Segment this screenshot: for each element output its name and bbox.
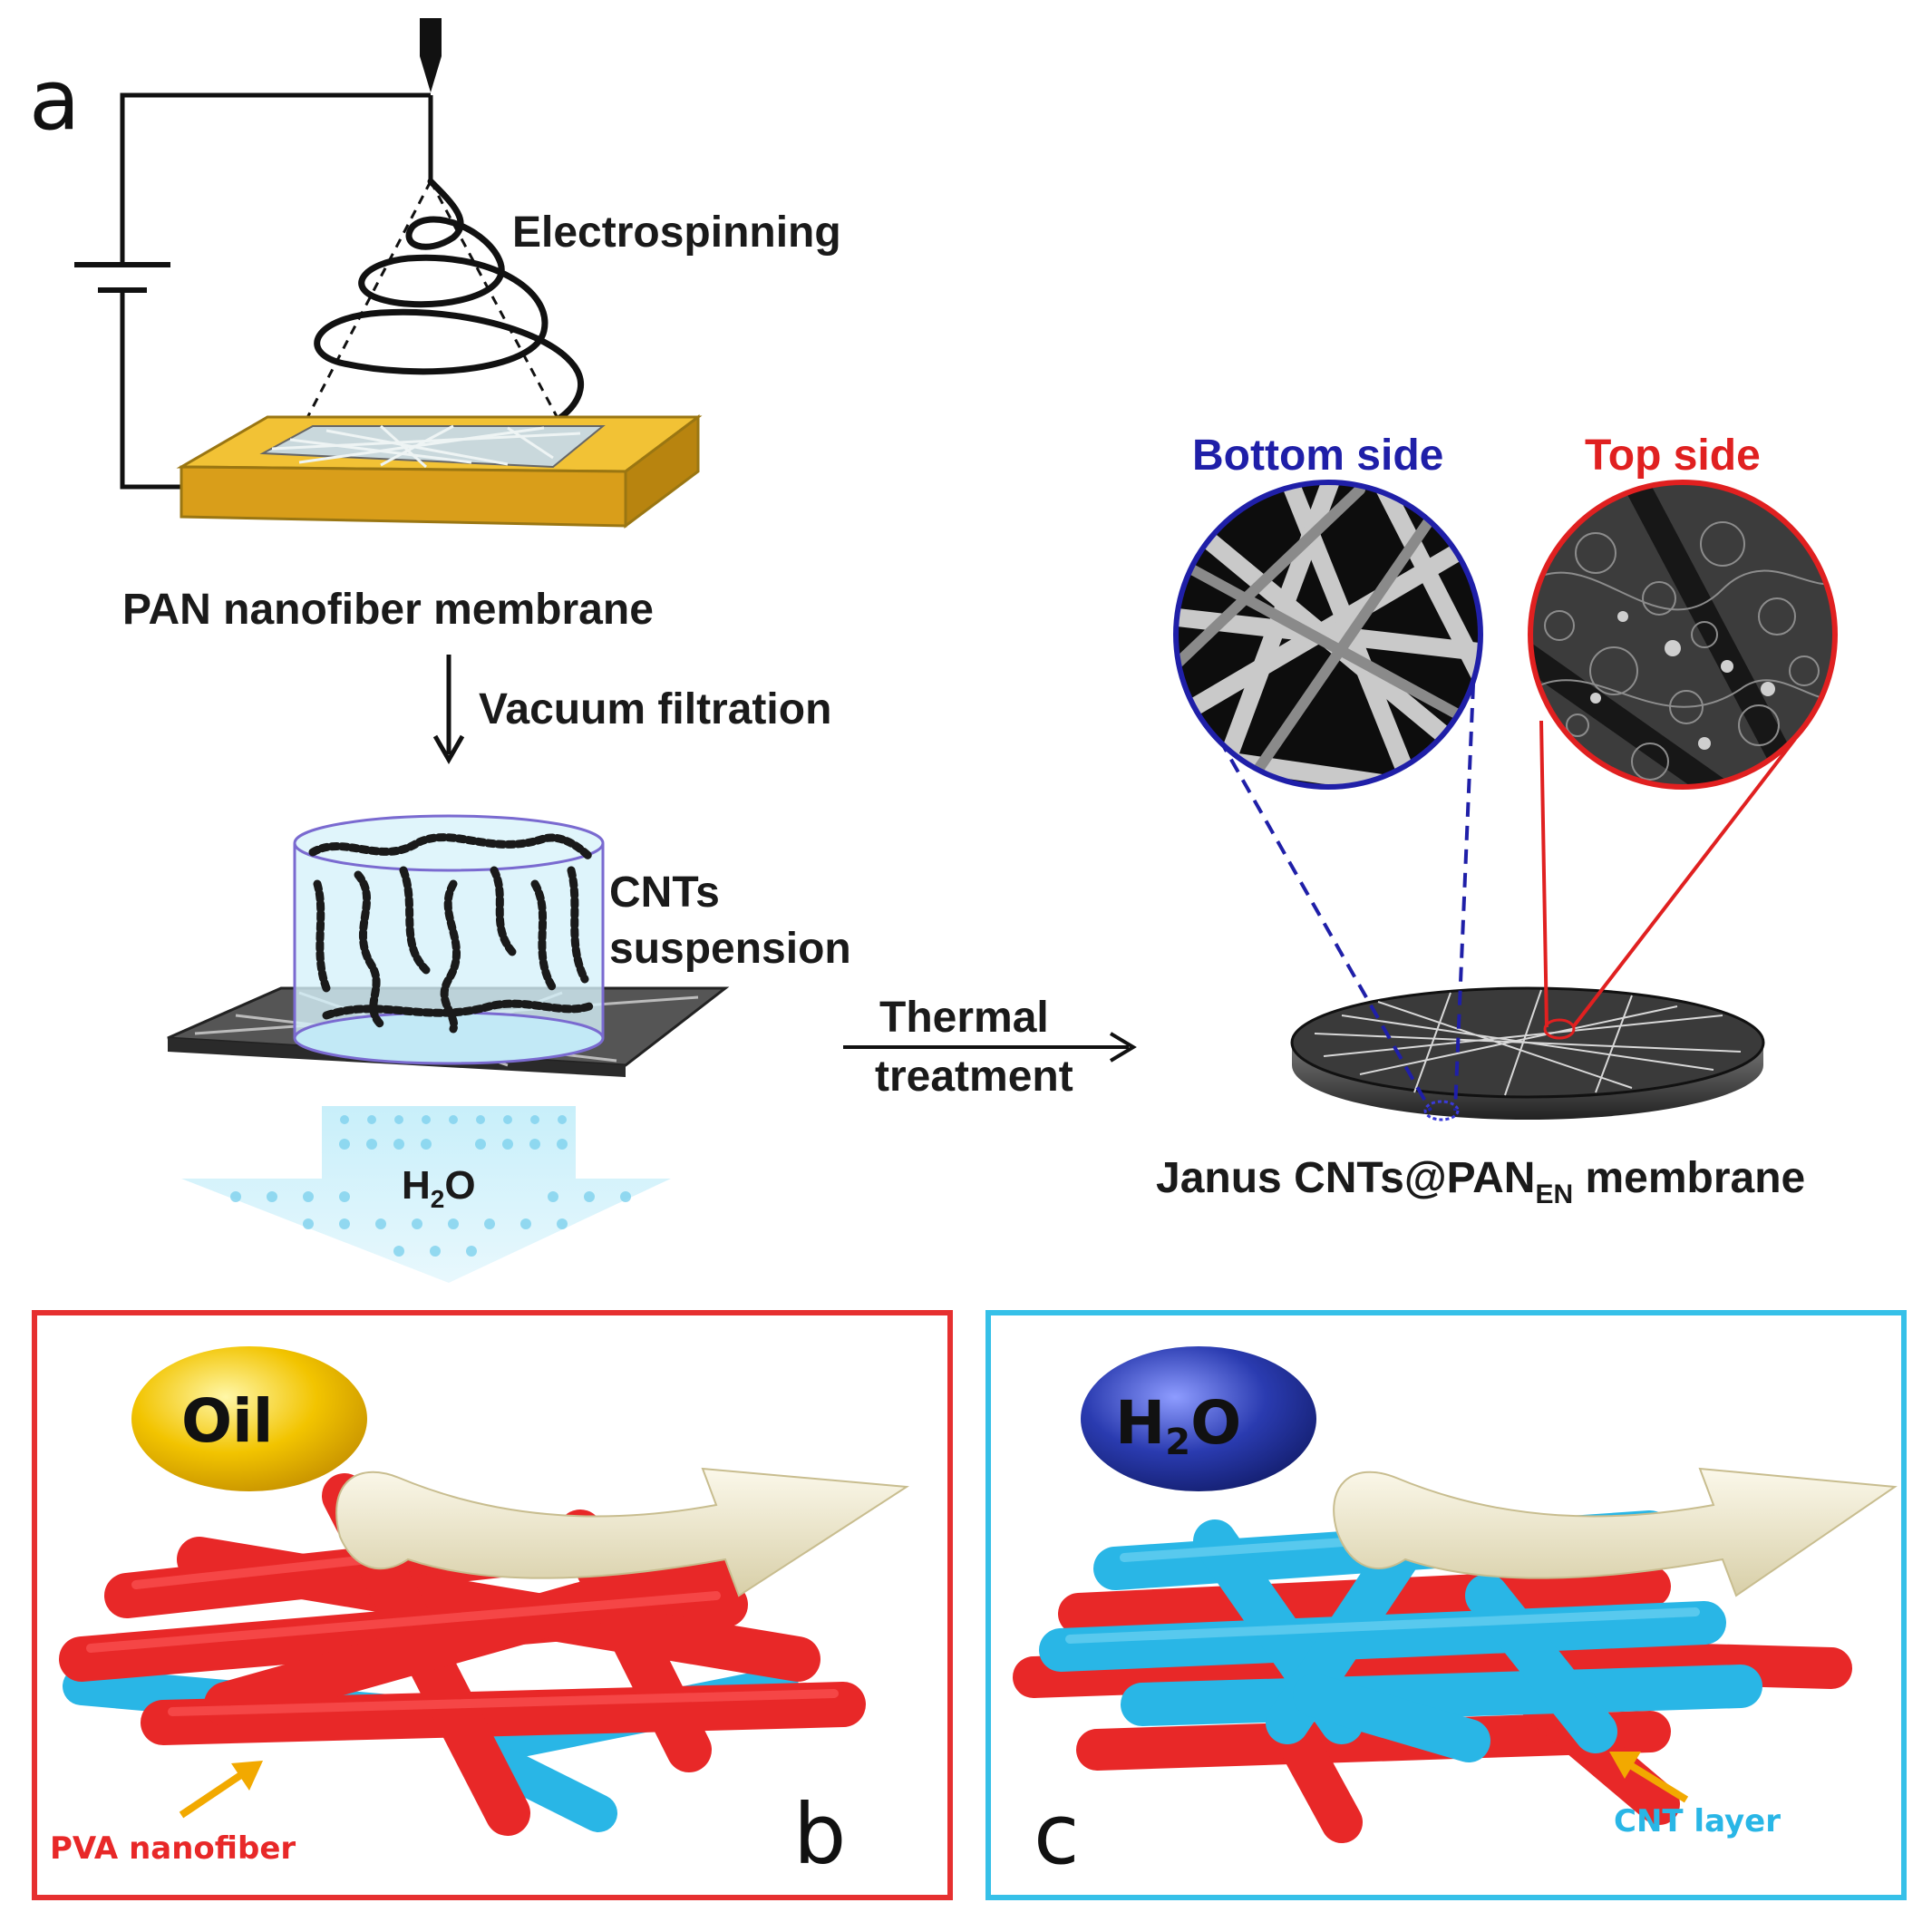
cnt-pointer-arrow [1609, 1752, 1689, 1803]
cnts-label-line1: CNTs [609, 869, 720, 917]
water-label: H2O [402, 1163, 476, 1213]
vacuum-filtration-label: Vacuum filtration [479, 685, 831, 733]
pva-nanofiber-label: PVA nanofiber [50, 1830, 296, 1867]
zoom-line-bottom-right [1453, 684, 1475, 1111]
panel-c-letter: c [1034, 1786, 1080, 1883]
top-side-sem-image [1528, 480, 1838, 790]
spinneret-needle [420, 18, 442, 92]
pva-pointer-arrow [179, 1761, 263, 1819]
panel-c: H2O CNT layer c [985, 1310, 1907, 1900]
janus-membrane-disc [1290, 986, 1765, 1121]
cnt-suspension-beaker [167, 814, 730, 1077]
electrospinning-label: Electrospinning [512, 209, 841, 257]
bottom-side-sem-image [1173, 480, 1483, 790]
oil-droplet [131, 1346, 367, 1491]
h2o-label: H2O [1115, 1388, 1241, 1463]
panel-a-letter: a [29, 52, 80, 149]
flow-arrow-b [335, 1467, 909, 1597]
oil-label: Oil [181, 1386, 273, 1456]
vacuum-arrow-head [432, 734, 465, 765]
zoom-line-top-left [1539, 720, 1549, 1028]
panel-b-letter: b [793, 1786, 846, 1883]
flow-arrow-c [1333, 1467, 1898, 1597]
cnts-label-line2: suspension [609, 925, 851, 973]
power-circuit [74, 92, 433, 490]
water-droplet [1081, 1346, 1316, 1491]
pan-membrane-label: PAN nanofiber membrane [122, 586, 654, 634]
water-outflow-arrow [181, 1106, 671, 1283]
thermal-label-line1: Thermal [879, 994, 1049, 1042]
top-side-label: Top side [1585, 432, 1761, 480]
thermal-label-line2: treatment [875, 1053, 1073, 1101]
panel-a: a [29, 18, 1838, 1283]
cnt-layer-label: CNT layer [1614, 1803, 1781, 1839]
panel-b: Oil PVA nanofiber b [32, 1310, 953, 1900]
collector-plate [176, 414, 703, 529]
bottom-side-label: Bottom side [1192, 432, 1443, 480]
janus-membrane-label: Janus CNTs@PANEN membrane [1156, 1154, 1805, 1209]
thermal-arrow-head [1109, 1032, 1137, 1063]
zoom-line-top-right [1571, 737, 1797, 1029]
zoom-line-bottom-left [1218, 738, 1432, 1111]
